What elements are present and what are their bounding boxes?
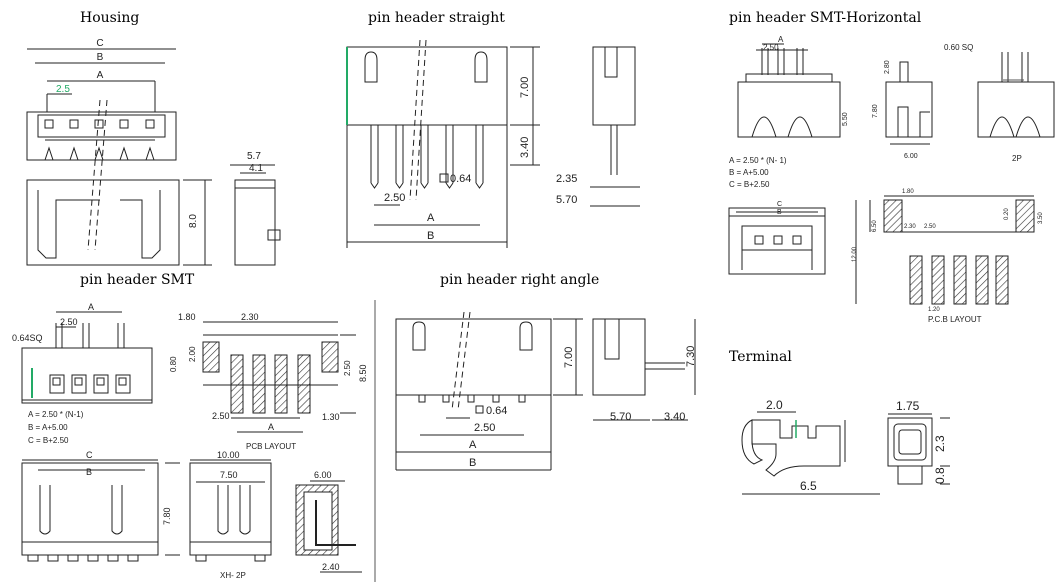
smth-pcb-p2: 2.50 bbox=[924, 224, 936, 230]
smt-pcb-h2: 0.80 bbox=[169, 356, 178, 372]
smt-pcb-h3: 2.50 bbox=[343, 360, 352, 376]
housing-depth: 5.7 bbox=[247, 151, 261, 162]
smth-pcb-h2: 12.00 bbox=[852, 246, 858, 262]
terminal-w1: 2.0 bbox=[766, 398, 783, 412]
ra-side-h: 7.30 bbox=[685, 346, 697, 367]
ra-side-w: 5.70 bbox=[610, 411, 631, 423]
smt-pcb-h4: 8.50 bbox=[358, 364, 368, 382]
title-terminal: Terminal bbox=[729, 349, 792, 365]
terminal-drawing bbox=[741, 411, 950, 495]
smth-pcb-pad: 1.20 bbox=[928, 307, 940, 313]
smt-dim-c: C bbox=[86, 450, 93, 460]
smt-pcb-a: A bbox=[268, 422, 274, 432]
smth-pcb-w: 1.80 bbox=[902, 189, 914, 195]
straight-upper: 7.00 bbox=[519, 77, 531, 98]
title-right-angle: pin header right angle bbox=[440, 272, 600, 288]
smt-pcb-end: 1.30 bbox=[322, 412, 340, 422]
housing-dim-a: A bbox=[97, 70, 104, 81]
smth-pcb-label: P.C.B LAYOUT bbox=[928, 315, 982, 324]
smt-height: 7.80 bbox=[162, 507, 172, 525]
smt-pcb-w: 1.80 bbox=[178, 312, 196, 322]
ra-side-pin: 3.40 bbox=[664, 411, 685, 423]
title-smt: pin header SMT bbox=[80, 272, 195, 288]
smt-w1: 10.00 bbox=[217, 450, 240, 460]
smth-pcb-r1: 0.20 bbox=[1004, 208, 1010, 220]
smth-dim-b: B bbox=[777, 209, 782, 216]
smt-w2: 7.50 bbox=[220, 470, 238, 480]
ra-height: 7.00 bbox=[563, 347, 575, 368]
smt-variant: XH- 2P bbox=[220, 571, 246, 580]
straight-pitch: 2.50 bbox=[384, 192, 405, 204]
smt-dim-a: A bbox=[88, 302, 94, 312]
straight-lower: 3.40 bbox=[519, 137, 531, 158]
smt-pcb-p: 2.30 bbox=[241, 312, 259, 322]
smt-formula-a: A = 2.50 * (N-1) bbox=[28, 410, 84, 419]
smt-pcb-label: PCB LAYOUT bbox=[246, 442, 296, 451]
smt-side-w: 6.00 bbox=[314, 470, 332, 480]
title-housing: Housing bbox=[80, 10, 140, 26]
terminal-length: 6.5 bbox=[800, 479, 817, 493]
straight-dim-b: B bbox=[427, 230, 434, 242]
housing-drawing bbox=[26, 48, 281, 266]
ra-dim-b: B bbox=[469, 457, 476, 469]
terminal-h2: 0.8 bbox=[933, 467, 947, 484]
housing-height: 8.0 bbox=[188, 214, 199, 228]
smt-formula-c: C = B+2.50 bbox=[28, 436, 69, 445]
title-straight: pin header straight bbox=[368, 10, 505, 26]
housing-pitch: 2.5 bbox=[56, 84, 70, 95]
smt-pcb-pitch: 2.50 bbox=[212, 411, 230, 421]
smth-dim-a: A bbox=[778, 35, 784, 44]
smt-drawing bbox=[21, 311, 362, 573]
smt-sq: 0.64SQ bbox=[12, 333, 43, 343]
housing-dim-b: B bbox=[97, 52, 104, 63]
smt-pitch: 2.50 bbox=[60, 317, 78, 327]
smt-side-f: 2.40 bbox=[322, 562, 340, 572]
terminal-w2: 1.75 bbox=[896, 399, 920, 413]
terminal-h1: 2.3 bbox=[933, 435, 947, 452]
smt-pcb-h1: 2.00 bbox=[188, 346, 197, 362]
straight-dim-a: A bbox=[427, 212, 435, 224]
smth-formula-b: B = A+5.00 bbox=[729, 168, 769, 177]
smth-h2: 7.80 bbox=[872, 104, 879, 118]
smth-h3: 5.50 bbox=[842, 112, 849, 126]
smth-dim-c: C bbox=[777, 201, 782, 208]
smth-pitch: 2.50 bbox=[763, 43, 779, 52]
smt-formula-b: B = A+5.00 bbox=[28, 423, 68, 432]
smth-pcb-r2: 3.50 bbox=[1038, 212, 1044, 224]
smth-w: 6.00 bbox=[904, 153, 918, 160]
straight-side-offset: 2.35 bbox=[556, 173, 577, 185]
straight-pin-sq: 0.64 bbox=[450, 173, 471, 185]
smth-formula-c: C = B+2.50 bbox=[729, 180, 770, 189]
smth-sq: 0.60 SQ bbox=[944, 43, 973, 52]
ra-dim-a: A bbox=[469, 439, 477, 451]
smth-pcb-p1: 2.30 bbox=[904, 224, 916, 230]
smth-variant: 2P bbox=[1012, 154, 1022, 163]
housing-dim-c: C bbox=[96, 38, 103, 49]
straight-side-width: 5.70 bbox=[556, 194, 577, 206]
housing-depth-inner: 4.1 bbox=[249, 163, 263, 174]
straight-drawing bbox=[346, 39, 640, 248]
title-smt-horizontal: pin header SMT-Horizontal bbox=[729, 10, 922, 26]
ra-pitch: 2.50 bbox=[474, 422, 495, 434]
smth-formula-a: A = 2.50 * (N- 1) bbox=[729, 156, 787, 165]
smt-horizontal-drawing bbox=[728, 43, 1055, 305]
smt-dim-b: B bbox=[86, 467, 92, 477]
ra-pin-sq: 0.64 bbox=[486, 405, 507, 417]
smth-pcb-h1: 6.50 bbox=[872, 220, 878, 232]
right-angle-drawing bbox=[395, 311, 696, 471]
smth-h1: 2.80 bbox=[884, 60, 891, 74]
